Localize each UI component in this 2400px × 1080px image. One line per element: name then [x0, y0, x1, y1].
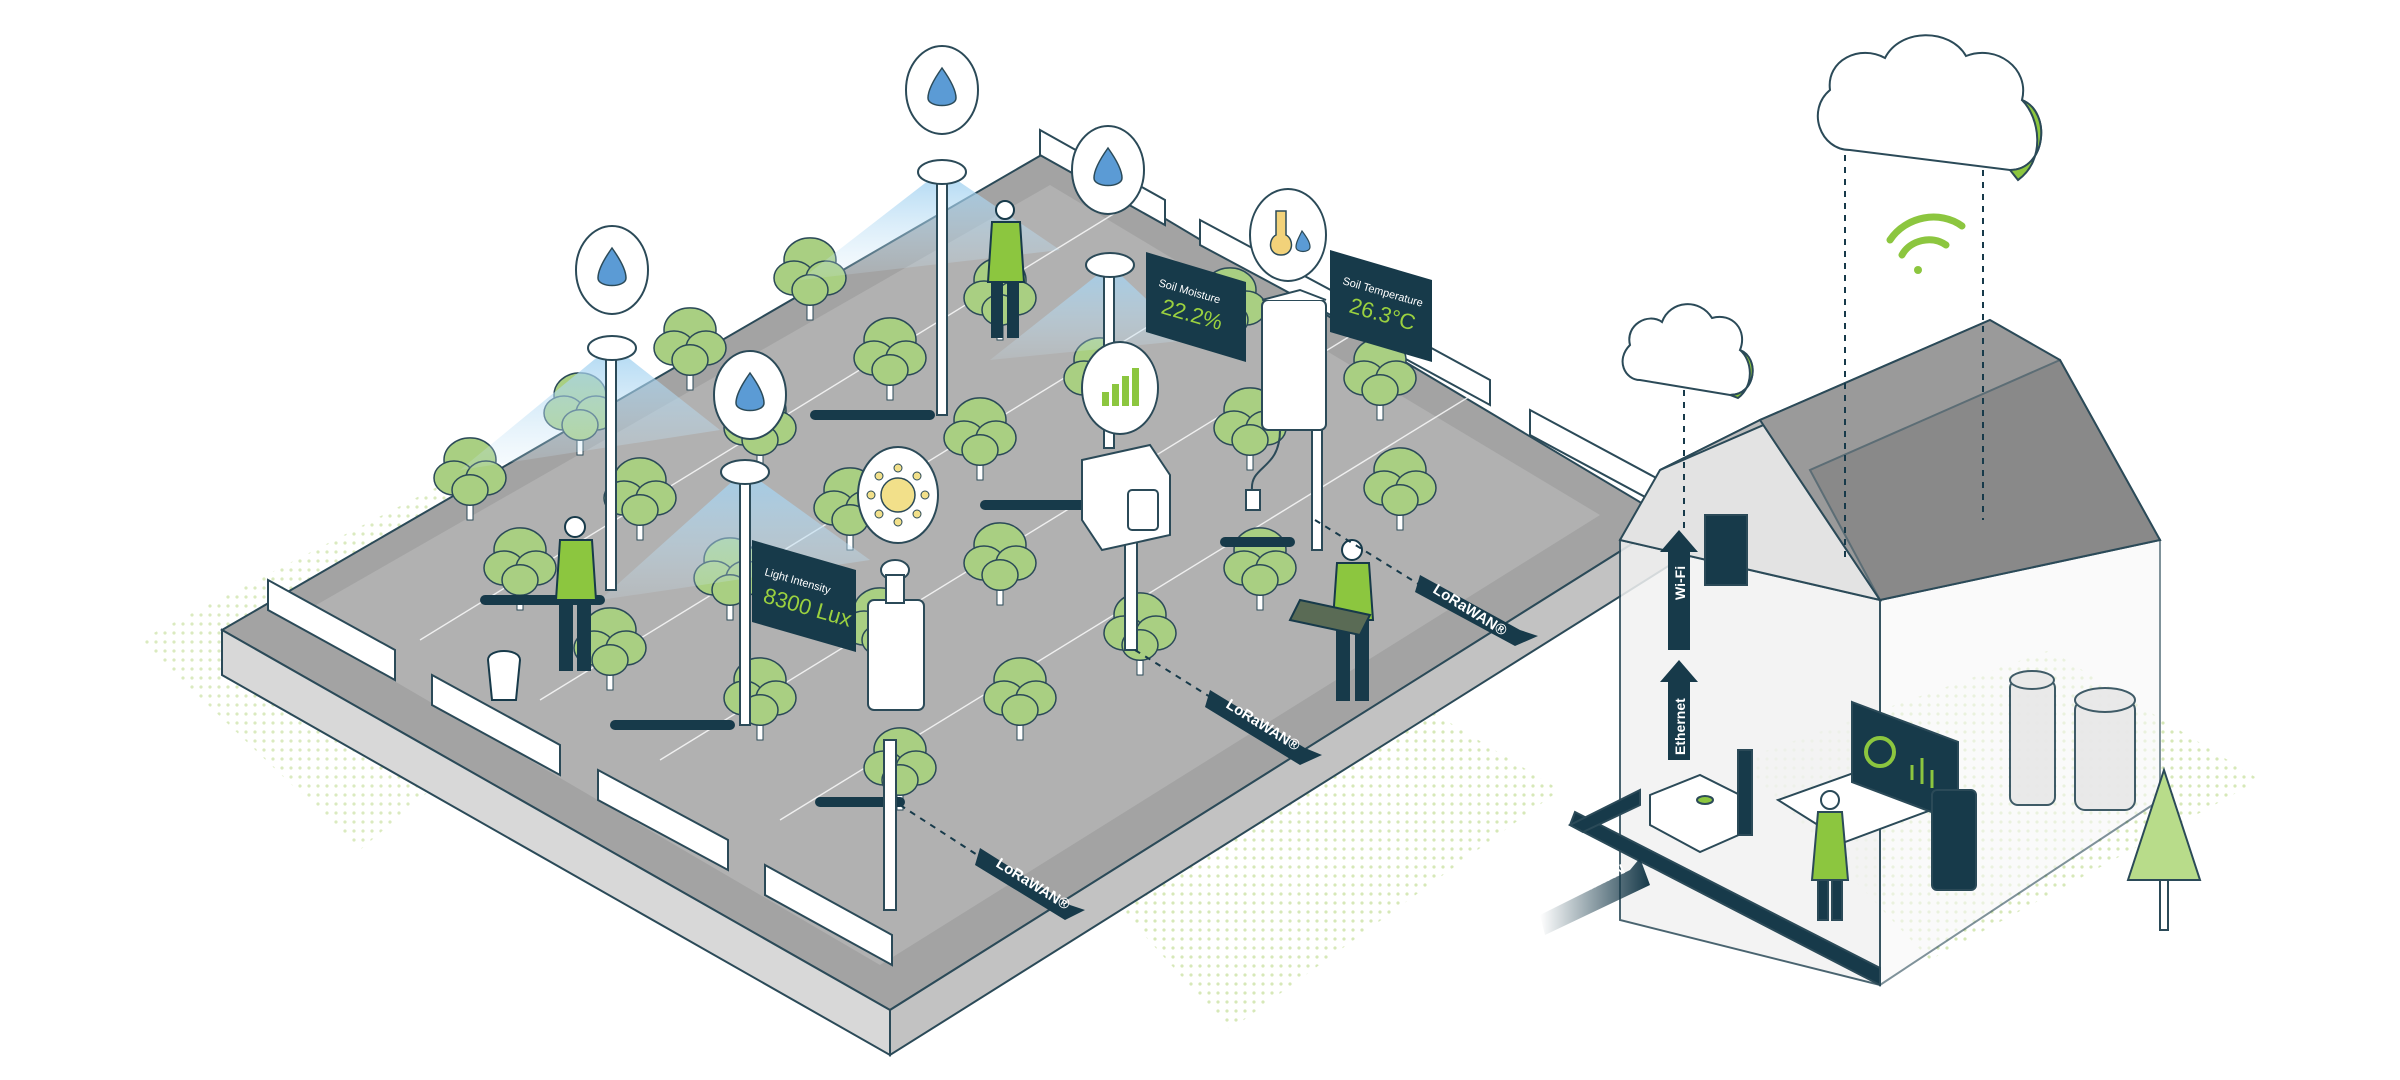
soil-moisture-sign: Soil Moisture 22.2% [1146, 252, 1246, 362]
vine-plant [483, 527, 557, 611]
light-sensor [867, 559, 925, 911]
vine-plant [433, 437, 507, 521]
soil-temperature-sign: Soil Temperature 26.3°C [1330, 250, 1432, 362]
wifi-icon [1886, 213, 1966, 274]
cloud-icon [1816, 34, 2043, 182]
cloud-links [1844, 155, 1984, 560]
sensor-displays: Light Intensity 8300 Lux Soil Moisture 2… [752, 250, 1432, 652]
vine-plant [1363, 447, 1437, 531]
worker-left [486, 516, 598, 701]
vine-plant [773, 237, 847, 321]
soil-drop-icon [1249, 188, 1327, 282]
barn-building [1567, 318, 2162, 987]
vine-plant [853, 317, 927, 401]
vine-plant [983, 657, 1057, 741]
sun-icon [857, 446, 939, 544]
wifi-link: Wi-Fi [1660, 530, 1698, 650]
gateway-device [1649, 749, 1753, 854]
vine-plant [963, 522, 1037, 606]
winery-tanks [2009, 670, 2136, 811]
indicator-bubbles [575, 45, 1327, 544]
dashboard-station [1775, 700, 1977, 921]
vine-plant [573, 607, 647, 691]
ethernet-label: Ethernet [1672, 698, 1688, 755]
worker-top [986, 200, 1026, 338]
vine-plant [943, 397, 1017, 481]
moisture-sensor [1081, 443, 1171, 651]
workers [486, 200, 1375, 701]
vine-plant [653, 307, 727, 391]
water-drop-icon [905, 45, 979, 135]
light-intensity-sign: Light Intensity 8300 Lux [752, 540, 856, 652]
tree [2126, 766, 2202, 931]
vine-plant [1343, 337, 1417, 421]
water-drop-icon [713, 350, 787, 440]
signal-bars-icon [1081, 341, 1159, 435]
temperature-sensor [1245, 288, 1327, 551]
uplinks: Ethernet Wi-Fi [1660, 390, 1698, 760]
wifi-label: Wi-Fi [1672, 566, 1688, 600]
water-drop-icon [1071, 125, 1145, 215]
water-drop-icon [575, 225, 649, 315]
worker-right [1288, 539, 1375, 701]
drip-hoses [480, 410, 1295, 807]
cloud-icon [1621, 303, 1754, 400]
ethernet-link: Ethernet [1660, 660, 1698, 760]
sensor-devices [867, 288, 1327, 911]
